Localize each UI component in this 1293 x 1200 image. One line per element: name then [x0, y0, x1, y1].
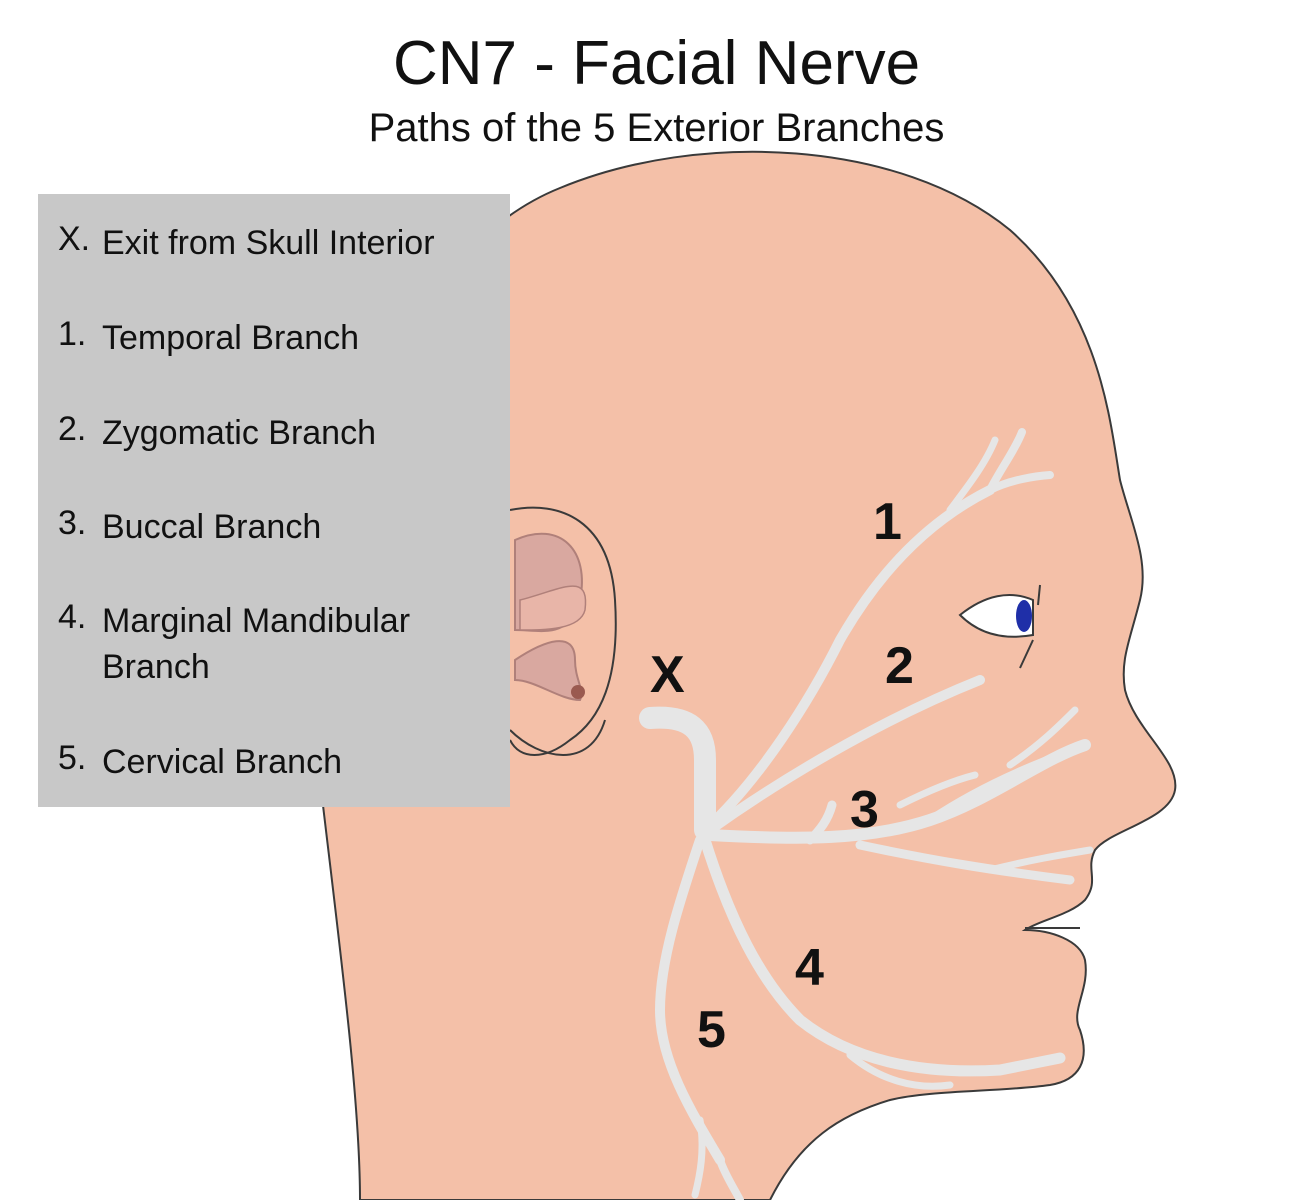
- marker-exit-x: X: [650, 646, 685, 704]
- legend-item-5: 5. Cervical Branch: [58, 739, 502, 785]
- legend-label: Buccal Branch: [102, 508, 322, 546]
- legend-item-3: 3. Buccal Branch: [58, 504, 502, 550]
- legend-label: Cervical Branch: [102, 743, 342, 781]
- facial-nerve-branches: [639, 428, 1094, 1200]
- legend-key: 5.: [58, 739, 87, 777]
- legend-key: 2.: [58, 410, 87, 448]
- diagram-subtitle: Paths of the 5 Exterior Branches: [368, 106, 945, 150]
- marker-branch-4: 4: [795, 939, 824, 997]
- zygomatic-branch: [705, 675, 985, 835]
- nerve-trunk: [639, 706, 716, 841]
- legend-label: Zygomatic Branch: [102, 414, 376, 452]
- legend-key: 3.: [58, 504, 87, 542]
- legend-box: X. Exit from Skull Interior 1. Temporal Br…: [38, 194, 510, 807]
- legend-label: Temporal Branch: [102, 319, 360, 357]
- cervical-branch: [655, 835, 725, 1165]
- eye: [958, 584, 1041, 669]
- temporal-branch: [700, 485, 995, 835]
- legend-key: 4.: [58, 598, 87, 636]
- marker-branch-2: 2: [885, 637, 914, 695]
- legend-label: Marginal Mandibular Branch: [102, 602, 411, 686]
- legend-item-4: 4. Marginal Mandibular Branch: [58, 598, 472, 690]
- legend-item-1: 1. Temporal Branch: [58, 315, 502, 361]
- legend-label: Exit from Skull Interior: [102, 224, 435, 262]
- ear: [509, 506, 617, 756]
- legend-key: X.: [58, 220, 91, 258]
- marker-branch-3: 3: [850, 781, 879, 839]
- legend-item-x: X. Exit from Skull Interior: [58, 220, 502, 266]
- legend-item-2: 2. Zygomatic Branch: [58, 410, 502, 456]
- legend-key: 1.: [58, 315, 87, 353]
- head-outline: [316, 150, 1177, 1200]
- marker-branch-1: 1: [873, 493, 902, 551]
- marginal-mandibular-branch: [699, 834, 1066, 1077]
- marker-branch-5: 5: [697, 1001, 726, 1059]
- diagram-title: CN7 - Facial Nerve: [392, 29, 921, 98]
